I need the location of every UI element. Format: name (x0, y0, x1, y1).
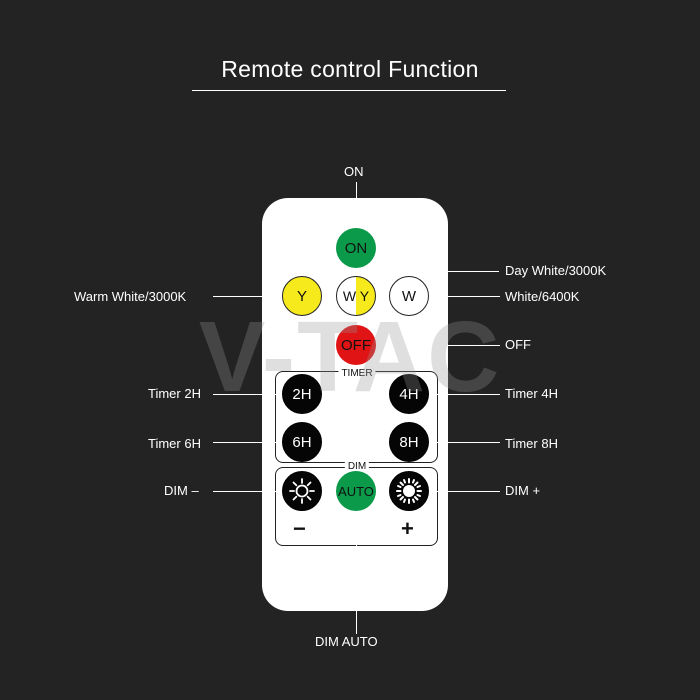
dim-plus-button[interactable] (389, 471, 429, 511)
on-button[interactable]: ON (336, 228, 376, 268)
dim-sun-outline-icon (289, 478, 315, 504)
line-timer-8h (410, 442, 500, 443)
timer-4h-button[interactable]: 4H (389, 374, 429, 414)
day-white-button-label: W Y (342, 288, 370, 304)
label-off: OFF (505, 337, 531, 352)
label-dim-minus: DIM – (164, 483, 199, 498)
label-timer-6h: Timer 6H (148, 436, 201, 451)
page-title: Remote control Function (221, 56, 479, 82)
label-timer-8h: Timer 8H (505, 436, 558, 451)
day-white-button[interactable]: W Y (336, 276, 376, 316)
dim-auto-button-label: AUTO (338, 483, 374, 499)
timer-panel-label: TIMER (338, 368, 376, 379)
label-dim-auto: DIM AUTO (315, 634, 378, 649)
timer-4h-button-label: 4H (399, 385, 419, 403)
timer-6h-button-label: 6H (292, 433, 312, 451)
label-white: White/6400K (505, 289, 580, 304)
label-timer-2h: Timer 2H (148, 386, 201, 401)
yellow-button[interactable]: Y (282, 276, 322, 316)
dim-auto-button[interactable]: AUTO (336, 471, 376, 511)
line-timer-6h (213, 442, 298, 443)
line-white (425, 296, 500, 297)
white-button[interactable]: W (389, 276, 429, 316)
line-dim-plus (410, 491, 500, 492)
line-timer-2h (213, 394, 298, 395)
white-button-label: W (401, 287, 417, 305)
line-dim-minus (213, 491, 298, 492)
dim-minus-symbol: − (293, 516, 306, 541)
off-button[interactable]: OFF (336, 325, 376, 365)
timer-2h-button-label: 2H (292, 385, 312, 403)
yellow-button-label: Y (296, 287, 307, 305)
label-timer-4h: Timer 4H (505, 386, 558, 401)
timer-2h-button[interactable]: 2H (282, 374, 322, 414)
dim-sun-filled-icon (396, 478, 422, 504)
off-button-label: OFF (341, 336, 371, 354)
label-on: ON (344, 164, 364, 179)
label-dim-plus: DIM + (505, 483, 541, 498)
dim-plus-symbol: + (401, 516, 414, 541)
line-dim-auto (356, 491, 357, 634)
label-day-white: Day White/3000K (505, 263, 607, 278)
line-off (372, 345, 500, 346)
line-day-white-h (356, 271, 499, 272)
timer-8h-button-label: 8H (399, 433, 419, 451)
timer-8h-button[interactable]: 8H (389, 422, 429, 462)
line-timer-4h (410, 394, 500, 395)
title-underline (192, 90, 506, 91)
label-warm-white: Warm White/3000K (74, 289, 187, 304)
dim-minus-button[interactable] (282, 471, 322, 511)
on-button-label: ON (344, 239, 368, 257)
dim-panel-label: DIM (344, 461, 370, 472)
line-warm-white (213, 296, 288, 297)
timer-6h-button[interactable]: 6H (282, 422, 322, 462)
line-on (356, 182, 357, 227)
